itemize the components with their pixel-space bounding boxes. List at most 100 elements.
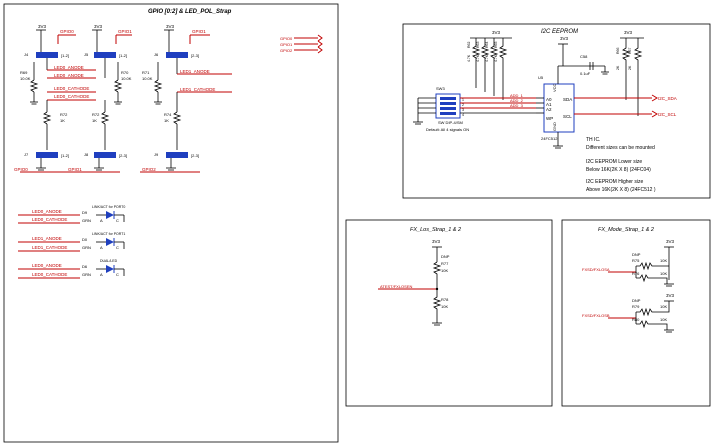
led-symbol [106, 211, 114, 219]
resistor-ref: R66 [616, 48, 620, 54]
led-symbol [106, 265, 114, 273]
net-label: GPIO2 [280, 48, 293, 53]
resistor-value: 10.0K [20, 76, 31, 81]
net-label: LED0_CATHODE [54, 86, 89, 91]
resistor-ref: R63 [476, 42, 480, 48]
eeprom-note: I2C EEPROM Higher size [586, 179, 643, 185]
net-label: FXSD/FXLOSB [582, 313, 610, 318]
fx-los-panel-title: FX_Los_Strap_1 & 2 [410, 227, 461, 233]
eeprom-note: Different sizes can be mounted [586, 145, 655, 151]
led-pin: A [100, 218, 103, 223]
header-pins: [2-3] [191, 153, 199, 158]
net-label: LED1_ANODE [180, 69, 210, 74]
header-ref: J4 [24, 52, 29, 57]
ic-pin: A0 [546, 97, 552, 102]
led-color: GRN [82, 218, 91, 223]
dip-switch [435, 93, 461, 119]
switch-pin: 2 [462, 103, 464, 107]
pullup-resistors: 4.7K 4.7K 4.7K 4.7K R62 R63 R64 R65 [467, 38, 508, 100]
switch-name: SW DIP-4/SM [438, 120, 463, 125]
fx-los-panel: FX_Los_Strap_1 & 2 3V3 DNP R77 10K ATEST… [345, 219, 553, 407]
header-pins: [1-2] [61, 53, 69, 58]
fx-los-panel-border [345, 219, 553, 407]
net-label: GPIO1 [118, 29, 132, 34]
net-label: GPIO2 [142, 167, 156, 172]
rail-label: 3V3 [166, 24, 175, 29]
resistor-value: 10.0K [121, 76, 132, 81]
switch-pin: 3 [462, 108, 464, 112]
dnp-label: DNP [632, 252, 641, 257]
net-label: ATEST/FXLOSEN [380, 284, 412, 289]
switch-pin: 1 [462, 98, 464, 102]
net-label: LED1_ANODE [32, 236, 62, 241]
rail-label: 3V3 [38, 24, 47, 29]
led-label: LINK/ACT for PORT1 [92, 232, 125, 236]
net-label: I2C_SDA [658, 96, 677, 101]
header-ref: J6 [154, 52, 159, 57]
resistor-value: 2K [616, 65, 620, 70]
eeprom-panel-title: I2C EEPROM [541, 29, 578, 35]
fx-mode-panel-border [561, 219, 711, 407]
gpio-column-2: 3V3 GPIO1 J6 [2-3] R71 10.0K LED1_ANODE … [140, 24, 232, 173]
net-label: ADD_3 [510, 103, 524, 108]
jumper-header [94, 52, 116, 58]
net-label: GPIO0 [280, 36, 293, 41]
resistor-ref: R70 [121, 70, 129, 75]
led-color: GRN [82, 245, 91, 250]
ic-pin: A2 [546, 107, 552, 112]
header-ref: J7 [24, 152, 29, 157]
led-pin: A [100, 272, 103, 277]
led-label: LINK/ACT for PORT0 [92, 205, 125, 209]
header-pins: [2-3] [119, 153, 127, 158]
net-label: LED0_CATHODE [32, 272, 67, 277]
resistor-value: 4.7K [485, 54, 489, 62]
rail-label: 3V3 [432, 239, 441, 244]
resistor-ref: R78 [441, 297, 449, 302]
net-label: GPIO0 [14, 167, 28, 172]
led-ref: D9 [82, 210, 88, 215]
fx-mode-panel-title: FX_Mode_Strap_1 & 2 [598, 227, 654, 233]
eeprom-note: TH IC. [586, 137, 600, 143]
rail-label: 3V3 [666, 239, 675, 244]
ic-pin: A1 [546, 102, 552, 107]
eeprom-note: Above 16K(2K X 8) (24FC512 ) [586, 187, 656, 193]
resistor-ref: R76 [632, 271, 640, 276]
led-color: GRN [82, 272, 91, 277]
ic-part: 24FC512 [541, 136, 558, 141]
resistor-ref: R77 [441, 261, 449, 266]
resistor-value: 4.7K [476, 54, 480, 62]
net-label: ADD_2 [510, 98, 524, 103]
ic-pin: GND [552, 122, 557, 131]
rail-label: 3V3 [94, 24, 103, 29]
net-label: LED0_ANODE [54, 73, 84, 78]
led-pin: C [116, 272, 119, 277]
gpio-panel: GPIO [0:2] & LED_POL_Strap 3V3 GPIO0 J4 … [3, 3, 339, 443]
net-label: I2C_SCL [658, 112, 677, 117]
net-label: LED0_ANODE [32, 263, 62, 268]
resistor-value: 10K [660, 258, 667, 263]
jumper-header [166, 152, 188, 158]
capacitor-value: 0.1uF [580, 71, 591, 76]
header-ref: J9 [154, 152, 159, 157]
jumper-header [36, 52, 58, 58]
resistor-ref: R64 [485, 42, 489, 48]
resistor-value: 10.0K [142, 76, 153, 81]
gpio-column-1: 3V3 GPIO1 J5 [1-2] R70 10.0K R72 1K J8 [… [60, 24, 132, 173]
resistor-ref: R62 [467, 42, 471, 48]
header-pins: [2-3] [191, 53, 199, 58]
resistor-value: 10K [441, 268, 448, 273]
eeprom-note: Below 16K(2K X 8) (24FC04) [586, 167, 651, 173]
resistor-value: 1K [164, 118, 169, 123]
led-symbol [106, 238, 114, 246]
gpio-column-0: 3V3 GPIO0 J4 [1-2] LED0_ANODE LED0_ANODE… [14, 24, 96, 173]
resistor-ref: R80 [632, 317, 640, 322]
switch-note: Default: All 4 signals ON [426, 127, 469, 132]
dnp-label: DNP [441, 254, 450, 259]
led-pin: C [116, 218, 119, 223]
net-label: GPIO1 [280, 42, 293, 47]
switch-ref: SW3 [436, 86, 445, 91]
resistor-value: 2K [628, 65, 632, 70]
ic-pin: WP [546, 116, 553, 121]
led-label: DUAL/LED [100, 259, 118, 263]
header-ref: J8 [84, 152, 89, 157]
